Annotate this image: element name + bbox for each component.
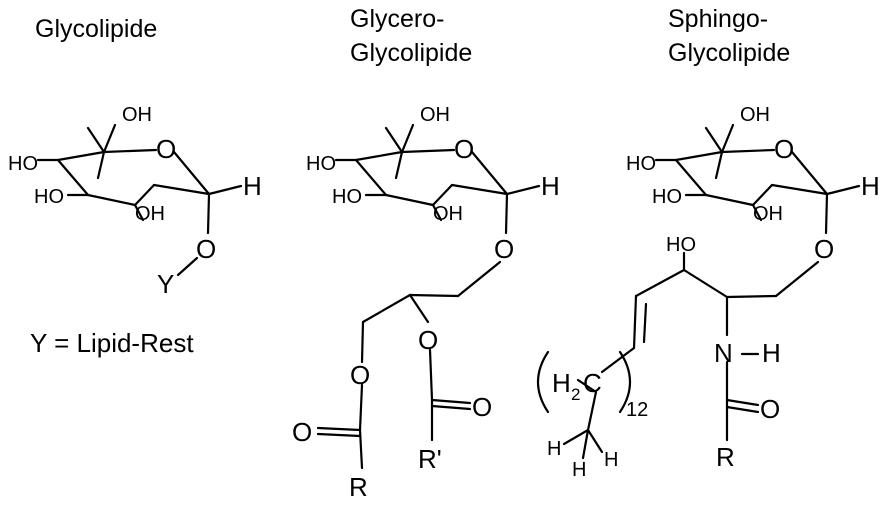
structure-glycero-glycolipid: OH HO HO OH O H O O O O O R R' [292, 104, 560, 502]
legend-y-lipid-rest: Y = Lipid-Rest [30, 328, 194, 358]
glycolipid-oh-c6: OH [122, 104, 152, 126]
sphingo-repeat-sub2: 2 [571, 385, 580, 404]
glycero-bonds [316, 123, 541, 470]
sphingo-ho-c3: HO [652, 186, 682, 208]
structure-sphingo-glycolipid: OH HO HO OH O H O HO N H O R H 2 C 12 H … [537, 104, 880, 481]
sphingo-repeat-count: 12 [626, 399, 648, 421]
sphingo-oh-c6: OH [740, 104, 770, 126]
glycolipid-ring-o: O [156, 134, 176, 164]
title-glycolipid: Glycolipide [35, 15, 157, 43]
sphingo-ring-o: O [774, 134, 794, 164]
glycolipid-anomeric-h: H [243, 171, 262, 201]
glycero-r: R [349, 472, 368, 502]
glycero-oh-c6: OH [420, 104, 450, 126]
sphingo-ho-chain: HO [666, 234, 696, 256]
glycero-ester-o1: O [350, 360, 370, 390]
glycero-carbonyl-o2: O [472, 392, 492, 422]
glycolipid-oh-c2: OH [135, 203, 165, 225]
sphingo-methyl-h3: H [604, 449, 618, 471]
glycolipid-glycosidic-o: O [196, 234, 216, 264]
glycolipid-ho-c3: HO [34, 186, 64, 208]
glycolipid-bonds [36, 123, 243, 277]
glycero-ester-o2: O [418, 325, 438, 355]
glycolipid-ho-c4: HO [8, 153, 38, 175]
glycero-carbonyl-o1: O [292, 417, 312, 447]
sphingo-repeat-h: H [552, 368, 571, 398]
sphingo-oh-c2: OH [753, 203, 783, 225]
sphingo-anomeric-h: H [861, 171, 880, 201]
sphingo-bonds [537, 123, 861, 460]
sphingo-repeat-c: C [583, 368, 602, 398]
glycero-ho-c3: HO [332, 186, 362, 208]
structure-glycolipid: OH HO HO OH O H O Y Y = Lipid-Rest [8, 104, 262, 358]
glycero-ho-c4: HO [306, 153, 336, 175]
sphingo-methyl-h2: H [572, 459, 586, 481]
sphingo-r: R [716, 442, 735, 472]
glycolipid-y: Y [157, 269, 174, 299]
sphingo-glycosidic-o: O [814, 234, 834, 264]
sphingo-ho-c4: HO [626, 153, 656, 175]
title-glycero-line2: Glycolipide [350, 39, 472, 67]
sphingo-methyl-h1: H [547, 438, 561, 460]
sphingo-n: N [714, 338, 733, 368]
glycero-r-prime: R' [418, 444, 442, 474]
glycero-oh-c2: OH [433, 203, 463, 225]
sphingo-nh-h: H [762, 338, 781, 368]
glycero-glycosidic-o: O [494, 234, 514, 264]
title-sphingo-line1: Sphingo- [668, 5, 768, 33]
title-sphingo-line2: Glycolipide [668, 39, 790, 67]
glycero-ring-o: O [454, 134, 474, 164]
glycero-anomeric-h: H [541, 171, 560, 201]
title-glycero-line1: Glycero- [350, 5, 444, 33]
sphingo-carbonyl-o: O [760, 394, 780, 424]
